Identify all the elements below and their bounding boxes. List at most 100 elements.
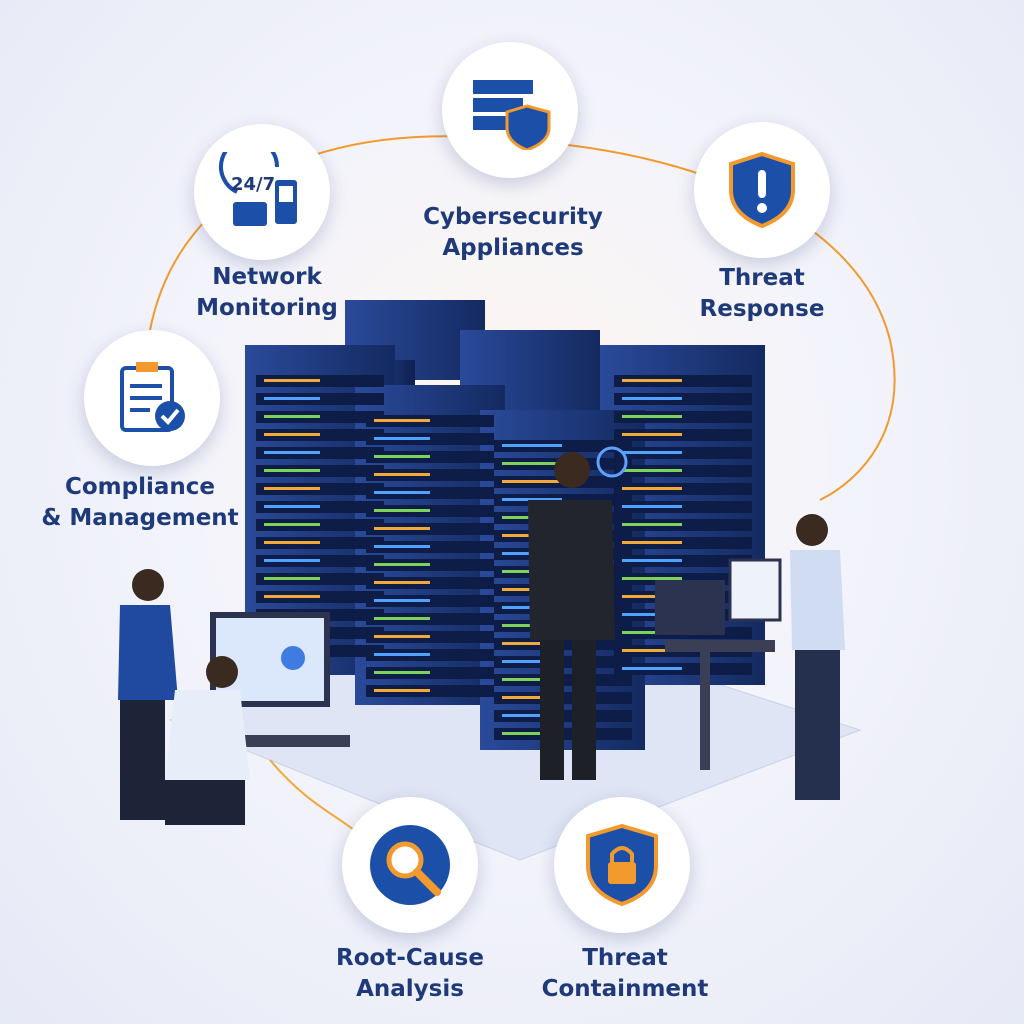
- analyst-standing: [528, 446, 628, 780]
- label-line: Threat: [719, 265, 805, 291]
- label-line: Root-Cause: [336, 945, 484, 971]
- status-light: [622, 631, 682, 634]
- status-light: [622, 613, 682, 616]
- server-slot: [614, 537, 752, 549]
- status-light: [622, 397, 682, 400]
- label-line: Network: [212, 264, 322, 290]
- label-line: Compliance: [64, 474, 215, 500]
- server-slot: [614, 555, 752, 567]
- label-line: Threat: [582, 945, 668, 971]
- status-light: [374, 653, 430, 656]
- status-light: [502, 660, 562, 663]
- clock-24-7-icon: 24/7: [219, 152, 297, 226]
- server-shield-icon: [473, 80, 551, 150]
- status-light: [374, 635, 430, 638]
- status-light: [374, 437, 430, 440]
- status-light: [502, 678, 562, 681]
- status-light: [502, 714, 562, 717]
- clipboard-check-icon: [120, 362, 185, 432]
- status-light: [622, 649, 682, 652]
- status-light: [622, 541, 682, 544]
- status-light: [264, 415, 320, 418]
- status-light: [264, 595, 320, 598]
- label-compliance-management: Compliance & Management: [41, 472, 238, 534]
- server-slot: [614, 375, 752, 387]
- server-slot: [614, 447, 752, 459]
- svg-text:24/7: 24/7: [231, 174, 275, 195]
- status-light: [374, 617, 430, 620]
- status-light: [502, 498, 562, 501]
- status-light: [374, 419, 430, 422]
- status-light: [622, 451, 682, 454]
- label-line: & Management: [41, 505, 239, 531]
- status-light: [264, 523, 320, 526]
- status-light: [622, 505, 682, 508]
- server-slot: [614, 519, 752, 531]
- server-slot: [494, 440, 632, 452]
- status-light: [622, 523, 682, 526]
- label-line: Containment: [541, 976, 709, 1002]
- shield-exclamation-icon: [729, 151, 795, 229]
- status-light: [264, 379, 320, 382]
- status-light: [374, 545, 430, 548]
- label-line: Monitoring: [196, 295, 338, 321]
- status-light: [374, 689, 430, 692]
- status-light: [622, 415, 682, 418]
- status-light: [374, 509, 430, 512]
- node-cybersecurity-appliances[interactable]: [442, 42, 578, 178]
- status-light: [374, 581, 430, 584]
- node-threat-containment[interactable]: [554, 797, 690, 933]
- label-line: Appliances: [442, 235, 584, 261]
- status-light: [502, 480, 562, 483]
- status-light: [264, 451, 320, 454]
- status-light: [622, 469, 682, 472]
- status-light: [374, 455, 430, 458]
- status-light: [264, 487, 320, 490]
- magnifier-icon: [370, 825, 450, 905]
- status-light: [374, 671, 430, 674]
- status-light: [622, 433, 682, 436]
- workstation-left: [118, 569, 350, 825]
- label-line: Analysis: [356, 976, 464, 1002]
- shield-lock-icon: [586, 823, 658, 907]
- status-light: [264, 505, 320, 508]
- status-light: [264, 433, 320, 436]
- status-light: [264, 469, 320, 472]
- status-light: [502, 444, 562, 447]
- status-light: [502, 642, 562, 645]
- status-light: [374, 491, 430, 494]
- server-slot: [614, 663, 752, 675]
- status-light: [622, 559, 682, 562]
- server-slot: [614, 393, 752, 405]
- server-slot: [614, 483, 752, 495]
- server-slot: [614, 429, 752, 441]
- status-light: [374, 563, 430, 566]
- status-light: [374, 527, 430, 530]
- status-light: [502, 696, 562, 699]
- status-light: [374, 599, 430, 602]
- status-light: [622, 667, 682, 670]
- label-line: Cybersecurity: [423, 204, 603, 230]
- workstation-right: [655, 514, 845, 800]
- server-slot: [614, 465, 752, 477]
- label-line: Response: [699, 296, 825, 322]
- status-light: [264, 541, 320, 544]
- status-light: [264, 397, 320, 400]
- node-network-monitoring[interactable]: 24/7: [194, 124, 330, 260]
- status-light: [622, 595, 682, 598]
- status-light: [622, 487, 682, 490]
- status-light: [622, 379, 682, 382]
- status-light: [374, 473, 430, 476]
- status-light: [502, 732, 562, 735]
- node-root-cause-analysis[interactable]: [342, 797, 478, 933]
- node-compliance-management[interactable]: [84, 330, 220, 466]
- node-threat-response[interactable]: [694, 122, 830, 258]
- server-slot: [614, 411, 752, 423]
- status-light: [622, 577, 682, 580]
